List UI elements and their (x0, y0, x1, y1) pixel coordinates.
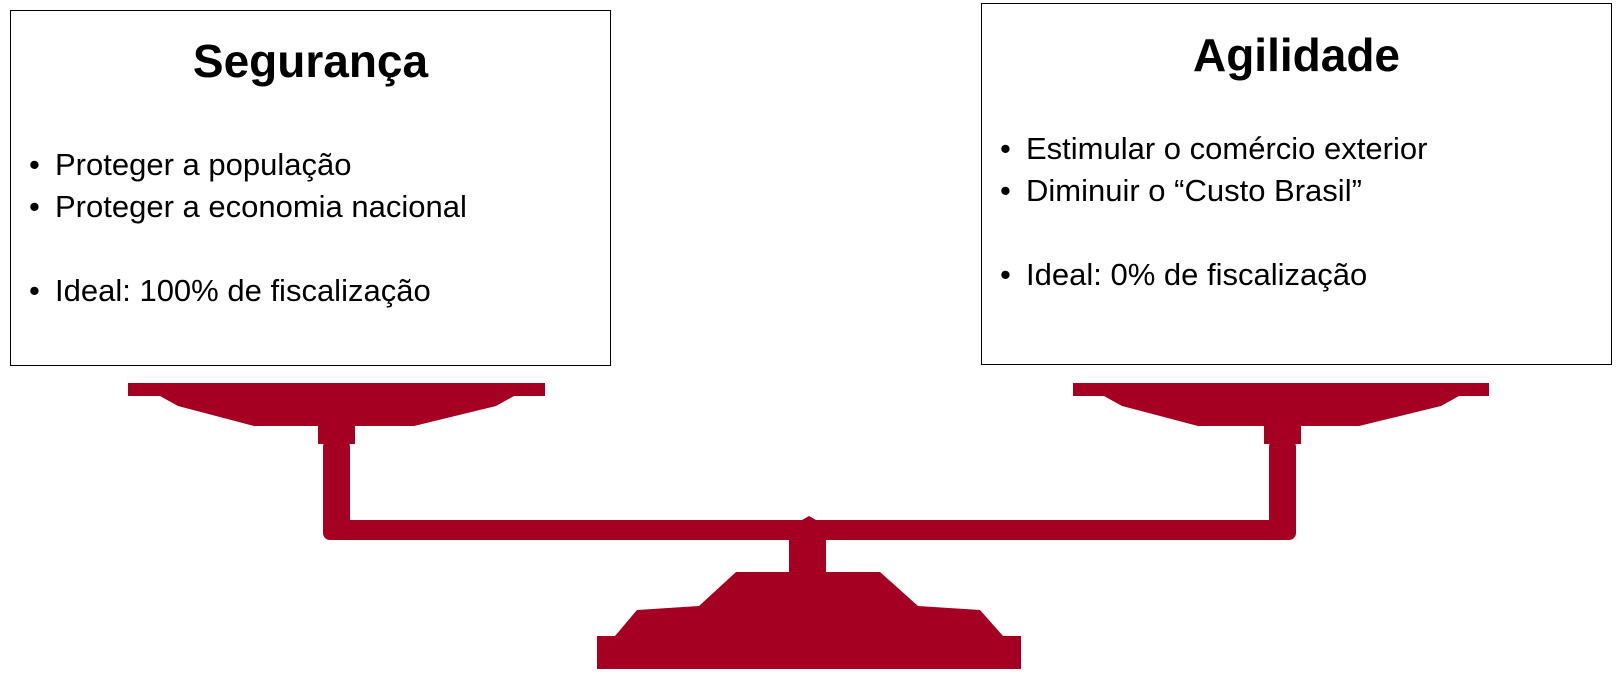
list-item: • Proteger a economia nacional (29, 186, 604, 228)
seguranca-bullet-list: • Proteger a população • Proteger a econom… (29, 144, 604, 312)
scale-base (597, 537, 1021, 669)
agilidade-title: Agilidade (1192, 29, 1401, 81)
agilidade-bullet-list: • Estimular o comércio exterior • Diminuir… (1000, 128, 1605, 296)
bullet-text: Estimular o comércio exterior (1026, 131, 1428, 166)
list-item: • Diminuir o “Custo Brasil” (1000, 170, 1605, 212)
agilidade-panel: Agilidade • Estimular o comércio exterior… (981, 3, 1612, 365)
bullet-text: Proteger a população (55, 147, 352, 182)
scale-beam (323, 440, 1296, 540)
seguranca-title: Segurança (192, 35, 429, 87)
list-item: • Ideal: 0% de fiscalização (1000, 254, 1605, 296)
bullet-text: Diminuir o “Custo Brasil” (1026, 173, 1362, 208)
bullet-icon: • (29, 147, 40, 182)
bullet-icon: • (1000, 131, 1011, 166)
bullet-icon: • (1000, 257, 1011, 292)
bullet-icon: • (29, 189, 40, 224)
bullet-icon: • (1000, 173, 1011, 208)
bullet-text: Proteger a economia nacional (55, 189, 467, 224)
list-item: • Ideal: 100% de fiscalização (29, 270, 604, 312)
bullet-icon: • (29, 273, 40, 308)
list-item: • Estimular o comércio exterior (1000, 128, 1605, 170)
list-item: • Proteger a população (29, 144, 604, 186)
right-scale-pan (1073, 383, 1489, 444)
seguranca-panel: Segurança • Proteger a população • Protege… (10, 10, 611, 366)
left-scale-pan (128, 383, 545, 444)
bullet-text: Ideal: 100% de fiscalização (55, 273, 431, 308)
bullet-text: Ideal: 0% de fiscalização (1026, 257, 1368, 292)
